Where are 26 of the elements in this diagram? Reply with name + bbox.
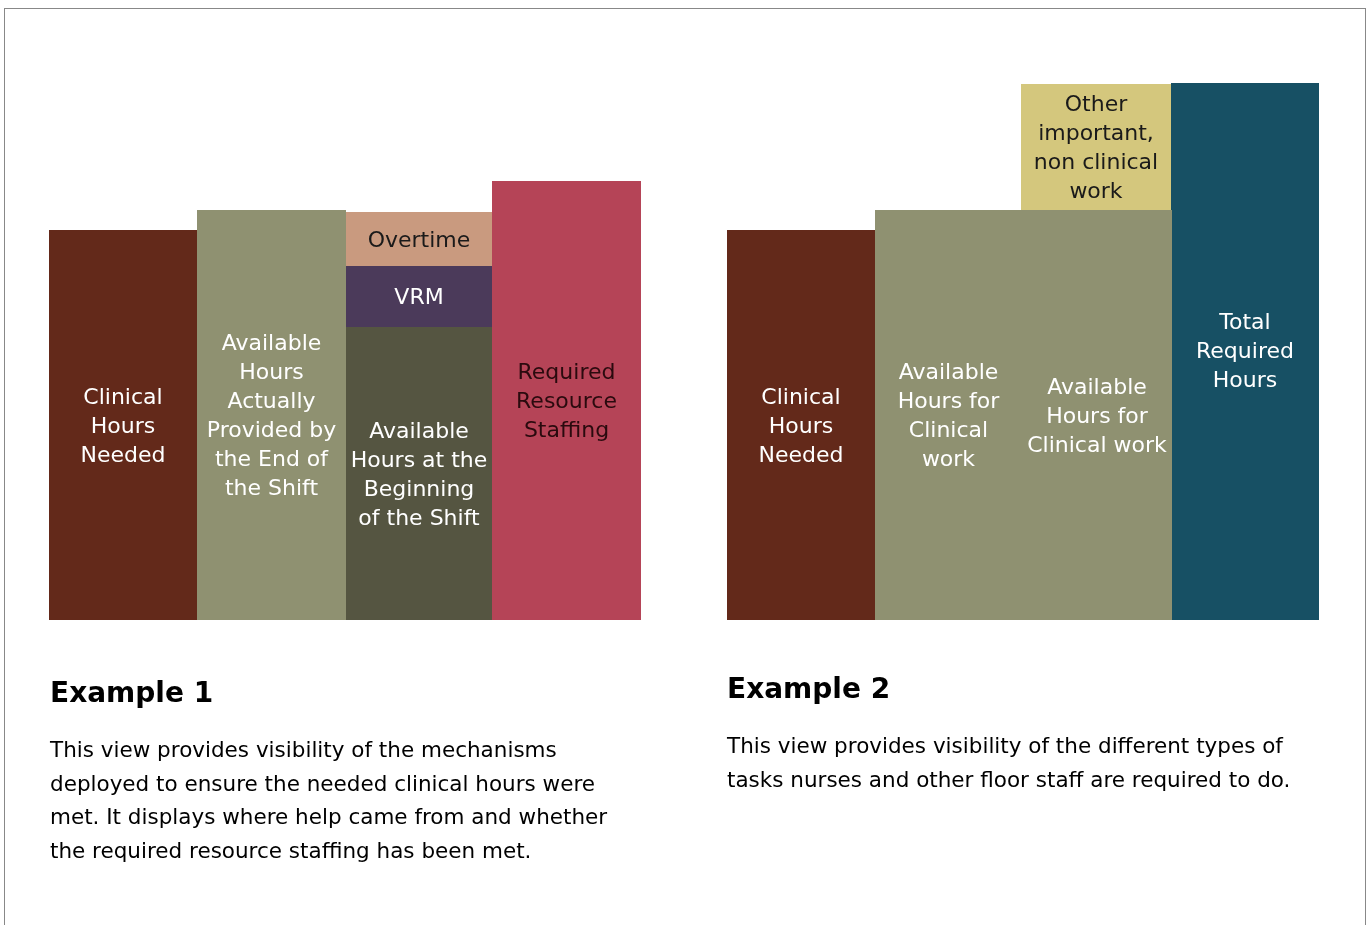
bar-block bbox=[492, 181, 641, 620]
block-label: Clinical Hours Needed bbox=[79, 382, 167, 469]
bar-block bbox=[1171, 83, 1319, 620]
bar-block bbox=[727, 230, 875, 620]
block-label: Required Resource Staffing bbox=[515, 358, 618, 444]
heading: Example 1 bbox=[50, 676, 214, 709]
description: This view provides visibility of the mechanisms deployed to ensure the needed clinical hours were met. It displays where help came from and whether the required resource staffing has been met. bbox=[50, 736, 609, 865]
bar-block bbox=[346, 327, 492, 620]
block-label: Other important, non clinical work bbox=[1032, 90, 1160, 205]
bar-block bbox=[197, 210, 346, 620]
bar-block bbox=[875, 210, 1022, 620]
block-label: Available Hours for Clinical work bbox=[896, 358, 1001, 473]
heading: Example 2 bbox=[727, 672, 891, 705]
bar-block bbox=[1022, 210, 1172, 620]
block-label: Clinical Hours Needed bbox=[757, 382, 845, 469]
block-label: Total Required Hours bbox=[1195, 308, 1295, 394]
block-label: Available Hours Actually Provided by the End of the Shift bbox=[205, 329, 338, 502]
block-label: Available Hours for Clinical work bbox=[1026, 372, 1168, 459]
block-label: Overtime bbox=[367, 225, 471, 254]
bar-block bbox=[49, 230, 197, 620]
bar-block bbox=[346, 212, 492, 266]
bar-block bbox=[1021, 84, 1171, 210]
block-label: Available Hours at the Beginning of the Shift bbox=[350, 416, 488, 532]
block-label: VRM bbox=[394, 283, 444, 311]
description: This view provides visibility of the different types of tasks nurses and other floor staff are required to do. bbox=[727, 732, 1292, 794]
bar-block bbox=[346, 266, 492, 327]
